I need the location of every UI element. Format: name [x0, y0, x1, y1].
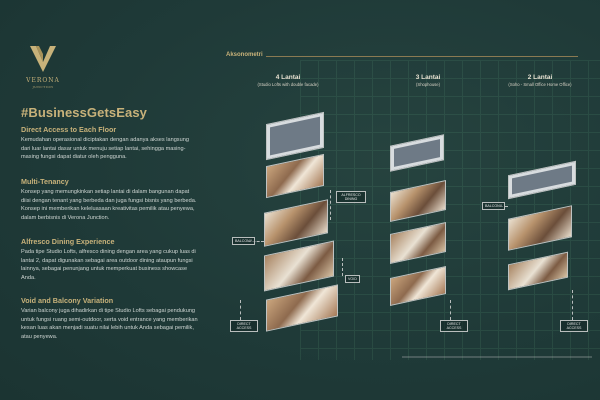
- column-2-lantai: 2 Lantai (Soho - Small Office Home Offic…: [490, 74, 590, 87]
- section-body: Kemudahan operasional diciptakan dengan …: [21, 137, 189, 161]
- callout-direct-access-left: DIRECT ACCESS: [230, 320, 258, 333]
- section-body: Konsep yang memungkinkan setiap lantai d…: [21, 189, 197, 221]
- column-title: 2 Lantai: [527, 74, 553, 81]
- section-void-balcony: Void and Balcony Variation Varian balcon…: [21, 296, 199, 341]
- verona-v-emblem-icon: [30, 46, 56, 72]
- callout-leader: [248, 241, 264, 242]
- verona-logo: VERONA JUNCTION: [22, 44, 64, 89]
- column-4-lantai: 4 Lantai (Studio Lofts with double facad…: [238, 74, 338, 87]
- section-title: Alfresco Dining Experience: [21, 237, 115, 246]
- callout-alfresco-dining: ALFRESCO DINING: [336, 191, 366, 204]
- aksonometri-divider: [266, 56, 578, 57]
- section-alfresco: Alfresco Dining Experience Pada tipe Stu…: [21, 237, 199, 282]
- column-subtitle: (Soho - Small Office Home Office): [508, 82, 572, 87]
- column-subtitle: (Studio Lofts with double facade): [257, 82, 319, 87]
- callout-leader: [330, 190, 331, 220]
- column-3-lantai: 3 Lantai (Shophouse): [378, 74, 478, 87]
- headline: #BusinessGetsEasy: [21, 105, 147, 120]
- aksonometri-label: Aksonometri: [226, 52, 263, 58]
- callout-leader: [240, 300, 241, 320]
- column-subtitle: (Shophouse): [416, 82, 440, 87]
- section-body: Pada tipe Studio Lofts, alfresco dining …: [21, 249, 196, 281]
- column-title: 4 Lantai: [275, 74, 301, 81]
- section-body: Varian balcony juga dihadirkan di tipe S…: [21, 308, 198, 340]
- footnote-bar: [402, 356, 592, 358]
- callout-leader: [342, 258, 343, 276]
- logo-sub: JUNCTION: [32, 85, 54, 89]
- callout-direct-access-middle: DIRECT ACCESS: [440, 320, 468, 333]
- logo-name: VERONA: [26, 77, 60, 84]
- callout-direct-access-right: DIRECT ACCESS: [560, 320, 588, 333]
- callout-void: VOID: [345, 275, 360, 284]
- section-title: Direct Access to Each Floor: [21, 125, 117, 134]
- section-title: Multi-Tenancy: [21, 177, 69, 186]
- section-multi-tenancy: Multi-Tenancy Konsep yang memungkinkan s…: [21, 177, 199, 222]
- callout-leader: [572, 290, 573, 320]
- section-title: Void and Balcony Variation: [21, 296, 114, 305]
- section-direct-access: Direct Access to Each Floor Kemudahan op…: [21, 125, 199, 162]
- column-title: 3 Lantai: [415, 74, 441, 81]
- callout-balcony-right: BALCONY: [482, 202, 506, 211]
- callout-leader: [450, 300, 451, 320]
- callout-balcony-left: BALCONY: [232, 237, 256, 246]
